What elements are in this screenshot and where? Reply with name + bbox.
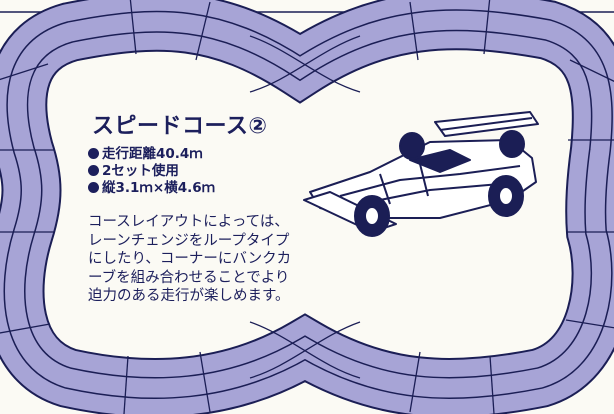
- bullet-icon: [88, 182, 99, 193]
- spec-item: 走行距離40.4ｍ: [88, 146, 215, 163]
- spec-sets: 2セット使用: [102, 163, 179, 179]
- course-title: スピードコース②: [92, 114, 268, 139]
- description-line: にしたり、コーナーにバンクカ: [88, 251, 292, 268]
- bullet-icon: [88, 148, 99, 159]
- description-line: ーブを組み合わせることでより: [88, 269, 290, 286]
- course-description: コースレイアウトによっては、 レーンチェンジをループタイプ にしたり、コーナーに…: [88, 213, 291, 306]
- spec-distance: 走行距離40.4ｍ: [102, 146, 203, 162]
- spec-size: 縦3.1ｍ×横4.6ｍ: [102, 180, 216, 196]
- wheel-icons: [354, 130, 525, 237]
- race-car-illustration: [303, 111, 539, 237]
- spec-item: 2セット使用: [88, 163, 215, 180]
- description-line: コースレイアウトによっては、: [88, 214, 289, 230]
- spec-item: 縦3.1ｍ×横4.6ｍ: [88, 180, 215, 197]
- description-line: レーンチェンジをループタイプ: [88, 232, 290, 249]
- lane-change-crossover: [249, 35, 361, 379]
- description-line: 迫力のある走行が楽しめます。: [88, 288, 290, 305]
- course-spec-list: 走行距離40.4ｍ 2セット使用 縦3.1ｍ×横4.6ｍ: [88, 146, 215, 197]
- bullet-icon: [88, 165, 99, 176]
